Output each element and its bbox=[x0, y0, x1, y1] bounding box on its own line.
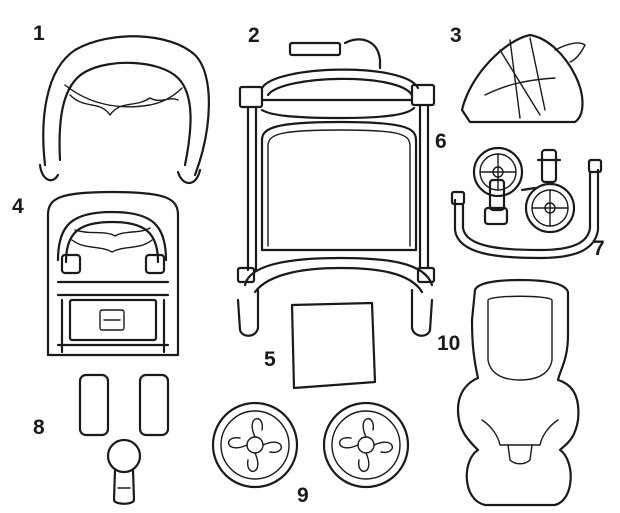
part-3-shade bbox=[460, 33, 586, 124]
part-1-canopy bbox=[38, 35, 210, 185]
callout-3: 3 bbox=[450, 24, 462, 47]
callout-2: 2 bbox=[248, 24, 260, 47]
part-8-harness-buckle bbox=[78, 373, 170, 505]
part-6-front-wheels bbox=[472, 146, 576, 234]
callout-9: 9 bbox=[297, 484, 309, 507]
part-4-seat-unit bbox=[46, 190, 180, 357]
part-5-panel bbox=[290, 301, 377, 390]
callout-5: 5 bbox=[264, 348, 276, 371]
callout-7: 7 bbox=[593, 237, 605, 260]
part-2-frame bbox=[236, 38, 436, 337]
callout-8: 8 bbox=[33, 416, 45, 439]
callout-10: 10 bbox=[437, 332, 460, 355]
callout-4: 4 bbox=[12, 195, 24, 218]
part-9-rear-wheels bbox=[211, 401, 410, 489]
callout-6: 6 bbox=[435, 130, 447, 153]
part-10-seat-liner bbox=[456, 278, 580, 507]
part-7-bumper-bar bbox=[450, 158, 603, 260]
callout-1: 1 bbox=[33, 22, 45, 45]
